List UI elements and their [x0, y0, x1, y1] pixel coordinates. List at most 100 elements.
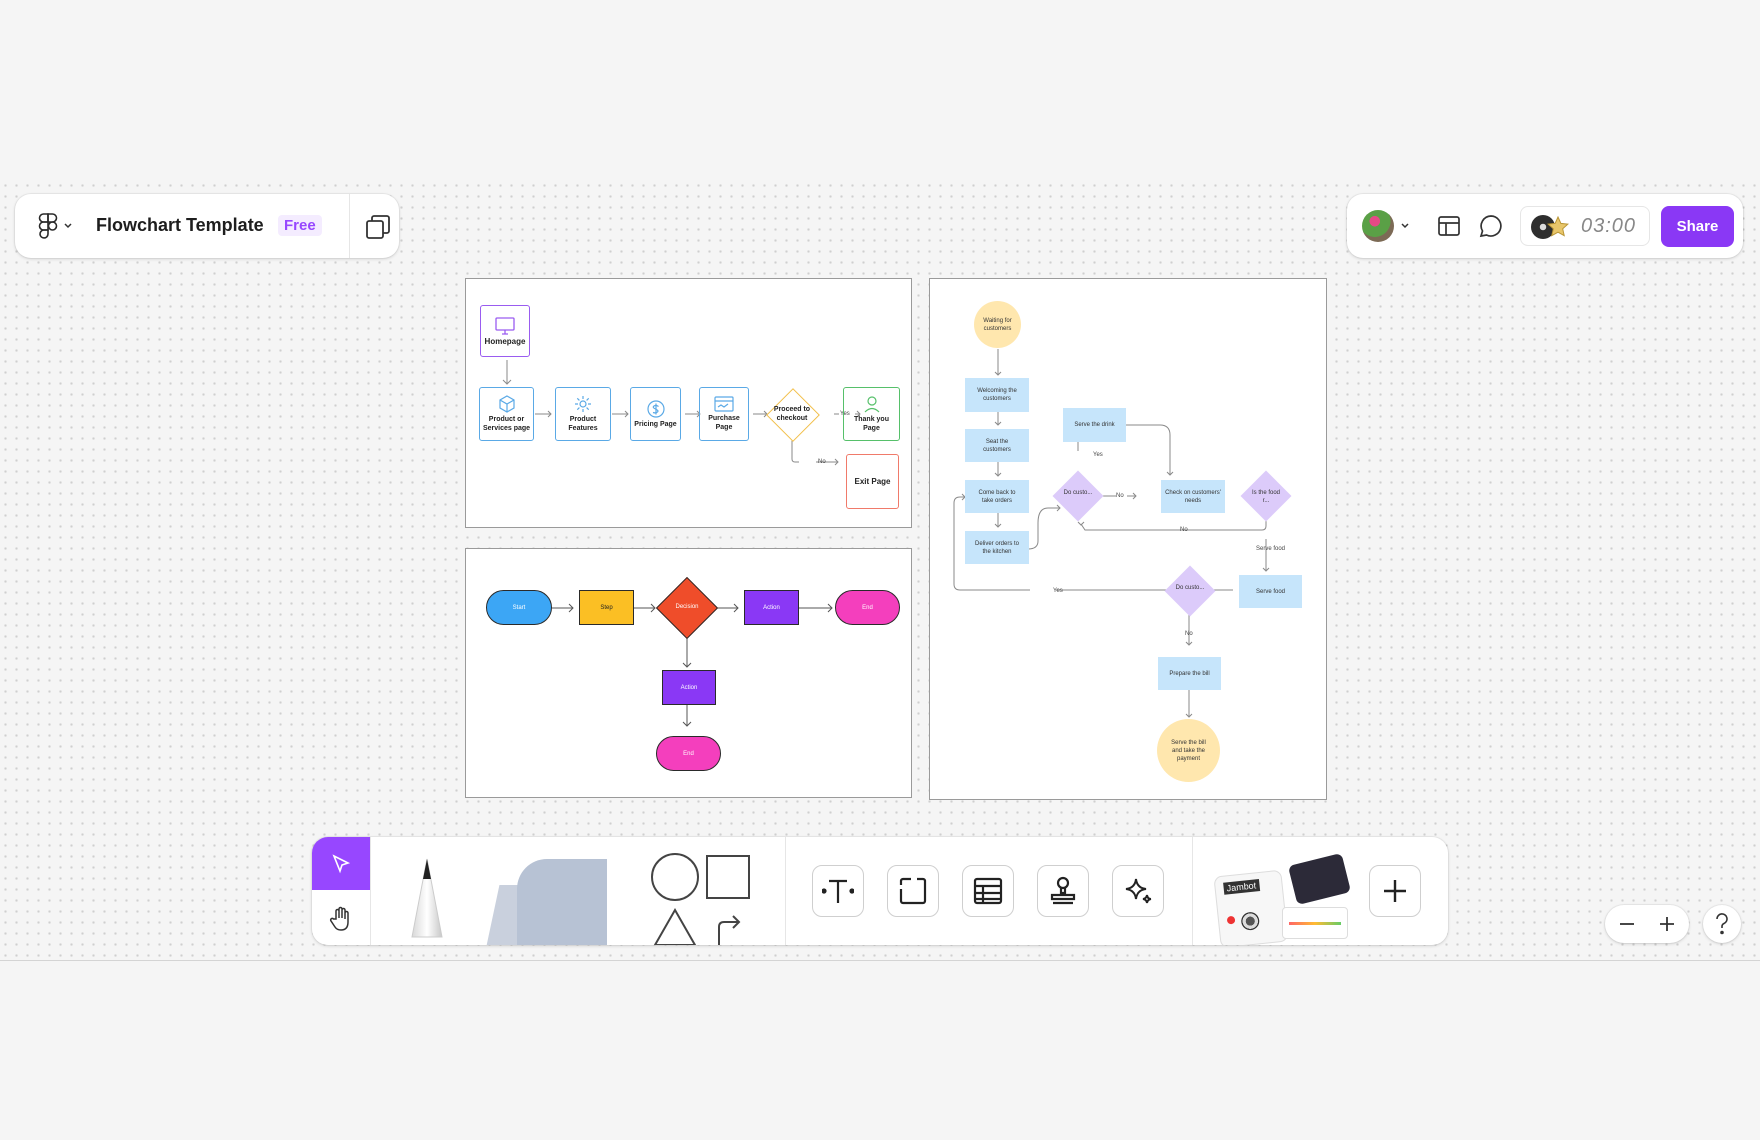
main-menu-button[interactable] — [37, 210, 93, 242]
text-tool-button[interactable] — [812, 865, 864, 917]
help-button[interactable] — [1703, 905, 1741, 943]
node-serve-food[interactable]: Serve food — [1239, 575, 1302, 608]
node-decision-label: Decision — [675, 604, 699, 610]
node-homepage[interactable]: Homepage — [480, 305, 530, 357]
table-tool-button[interactable] — [962, 865, 1014, 917]
star-icon — [1547, 216, 1569, 238]
node-waiting[interactable]: Waiting for customers — [974, 301, 1021, 348]
timer-display: 03:00 — [1581, 215, 1637, 237]
hand-icon — [329, 906, 353, 932]
node-purchase-label: Purchase Page — [708, 415, 740, 431]
pages-icon[interactable] — [365, 214, 391, 240]
edge-label-serve-food: Serve food — [1256, 546, 1286, 552]
left-divider — [370, 837, 371, 945]
zoom-in-icon[interactable] — [1657, 914, 1677, 934]
node-seat[interactable]: Seat the customers — [965, 429, 1029, 462]
node-action-2[interactable]: Action — [662, 670, 716, 705]
file-title[interactable]: Flowchart Template — [96, 215, 264, 235]
pencil-icon — [411, 858, 443, 938]
chart-sticker-bar — [1289, 922, 1341, 925]
shape-tool[interactable] — [647, 852, 757, 945]
frame-website-flow[interactable]: Homepage Product or Services page Produc… — [465, 278, 912, 528]
divider — [349, 194, 350, 258]
sticky-note-front — [517, 859, 607, 945]
node-do-custo-2-label: Do custo... — [1175, 585, 1205, 591]
question-icon — [1714, 913, 1730, 935]
node-is-food[interactable]: Is the food r... — [1239, 469, 1293, 523]
red-dot — [1226, 915, 1236, 925]
stamp-tool-button[interactable] — [1037, 865, 1089, 917]
plus-icon — [1381, 877, 1409, 905]
node-product-features-label: Product Features — [568, 416, 598, 432]
section-tool-button[interactable] — [887, 865, 939, 917]
text-icon — [822, 875, 854, 907]
cursor-icon — [331, 853, 351, 874]
pen-tool[interactable] — [402, 857, 452, 945]
node-end-1[interactable]: End — [835, 590, 900, 625]
node-decision[interactable]: Decision — [655, 576, 719, 640]
node-action-1[interactable]: Action — [744, 590, 799, 625]
node-start[interactable]: Start — [486, 590, 552, 625]
node-prepare-bill-label: Prepare the bill — [1169, 670, 1210, 677]
node-serve-drink[interactable]: Serve the drink — [1063, 408, 1126, 442]
figma-logo-icon — [37, 213, 59, 239]
node-product-services[interactable]: Product or Services page — [479, 387, 534, 441]
move-tool-button[interactable] — [312, 837, 370, 890]
person-icon — [863, 395, 881, 413]
node-prepare-bill[interactable]: Prepare the bill — [1158, 657, 1221, 690]
comment-icon[interactable] — [1479, 214, 1503, 238]
node-product-features[interactable]: Product Features — [555, 387, 611, 441]
chart-sticker — [1282, 907, 1348, 939]
edge-label-no-a: No — [1116, 493, 1124, 499]
node-pricing[interactable]: Pricing Page — [630, 387, 681, 441]
card-icon — [714, 396, 734, 412]
node-deliver[interactable]: Deliver orders to the kitchen — [965, 531, 1029, 564]
node-step[interactable]: Step — [579, 590, 634, 625]
node-waiting-label: Waiting for customers — [983, 317, 1012, 332]
edge-label-no-c: No — [1185, 631, 1193, 637]
zoom-out-icon[interactable] — [1617, 914, 1637, 934]
node-checkout[interactable]: Proceed to checkout — [766, 388, 820, 442]
shapes-icon — [651, 853, 750, 945]
node-exit[interactable]: Exit Page — [846, 454, 899, 509]
frame-basic-flow[interactable]: Start Step Decision Action End Action En… — [465, 548, 912, 798]
node-come-back[interactable]: Come back to take orders — [965, 480, 1029, 513]
plan-badge: Free — [278, 215, 322, 236]
node-welcoming[interactable]: Welcoming the customers — [965, 378, 1029, 412]
node-deliver-label: Deliver orders to the kitchen — [974, 540, 1019, 555]
node-end-2[interactable]: End — [656, 736, 721, 771]
node-purchase[interactable]: Purchase Page — [699, 387, 749, 441]
node-serve-food-label: Serve food — [1255, 588, 1286, 595]
node-serve-bill[interactable]: Serve the bill and take the payment — [1157, 719, 1220, 782]
basic-flow-connectors — [552, 603, 833, 727]
ai-tool-button[interactable] — [1112, 865, 1164, 917]
node-seat-label: Seat the customers — [983, 438, 1011, 453]
more-tools-button[interactable] — [1369, 865, 1421, 917]
restaurant-flow-connectors — [953, 349, 1270, 718]
node-do-custo-1[interactable]: Do custo... — [1051, 469, 1105, 523]
hand-tool-button[interactable] — [312, 892, 370, 945]
node-exit-label: Exit Page — [854, 477, 891, 486]
edge-label-yes-a: Yes — [1093, 452, 1103, 458]
mid-divider-1 — [785, 837, 786, 945]
node-do-custo-2[interactable]: Do custo... — [1163, 564, 1217, 618]
user-menu[interactable] — [1362, 210, 1414, 242]
node-action-1-label: Action — [763, 604, 780, 611]
share-button[interactable]: Share — [1661, 206, 1734, 247]
node-thank-you[interactable]: Thank you Page — [843, 387, 900, 441]
node-homepage-label: Homepage — [484, 336, 526, 346]
widgets-stickers[interactable]: Jambot — [1213, 852, 1352, 945]
layout-icon[interactable] — [1437, 214, 1461, 238]
sticky-note-tool[interactable] — [482, 855, 622, 945]
node-come-back-label: Come back to take orders — [978, 489, 1016, 504]
timer-button[interactable]: 03:00 — [1520, 206, 1650, 246]
dollar-icon — [646, 400, 665, 418]
node-pricing-label: Pricing Page — [634, 421, 677, 428]
sticker-label: Jambot — [1223, 879, 1260, 895]
node-check-needs[interactable]: Check on customers' needs — [1161, 480, 1225, 513]
zoom-controls — [1605, 905, 1689, 943]
sparkle-icon — [1122, 875, 1154, 907]
frame-restaurant-flow[interactable]: Waiting for customers Welcoming the cust… — [929, 278, 1327, 800]
node-thank-you-label: Thank you Page — [853, 416, 889, 432]
node-welcoming-label: Welcoming the customers — [977, 388, 1017, 402]
